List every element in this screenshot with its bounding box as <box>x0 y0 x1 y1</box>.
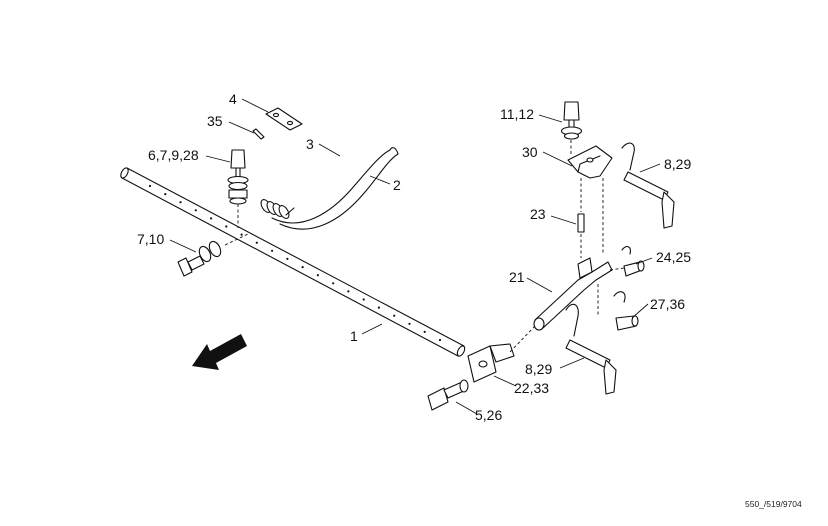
callout-8-29-top: 8,29 <box>664 156 691 172</box>
callout-11-12: 11,12 <box>500 106 534 122</box>
rod-holes <box>148 184 442 342</box>
spring-coil <box>260 199 295 219</box>
callout-27-36: 27,36 <box>650 296 685 312</box>
rod-hole <box>377 306 380 309</box>
rod-hole <box>179 201 182 204</box>
leader-lines <box>169 98 661 415</box>
callout-24-25: 24,25 <box>656 249 691 265</box>
callout-4: 4 <box>229 91 237 107</box>
callout-8-29-bottom: 8,29 <box>525 361 552 377</box>
callout-22-33: 22,33 <box>514 380 549 396</box>
rod-hole <box>225 225 228 228</box>
coupling-part-22-33 <box>467 343 515 383</box>
pin-part-35 <box>252 128 265 140</box>
pin-part-8-29-top <box>621 142 675 229</box>
link-part-23 <box>577 213 585 233</box>
lever-part-21 <box>533 257 613 331</box>
pin-part-24-25 <box>621 245 645 277</box>
clamp-plate-part-4 <box>265 107 303 131</box>
callout-30: 30 <box>522 144 538 160</box>
callout-7-10: 7,10 <box>137 231 164 247</box>
callout-21: 21 <box>509 269 525 285</box>
drawing-reference-code: 550_/519/9704 <box>745 499 802 509</box>
rod-hole <box>255 241 258 244</box>
rod-hole <box>408 322 411 325</box>
pin-part-8-29-bottom <box>565 303 617 395</box>
callout-23: 23 <box>530 206 546 222</box>
rod-hole <box>316 274 319 277</box>
callout-6-7-9-28: 6,7,9,28 <box>148 147 199 163</box>
rod-hole <box>148 184 152 188</box>
assembly-lines <box>224 140 625 353</box>
rod-hole <box>393 314 396 317</box>
rod-hole <box>210 217 213 220</box>
rod-hole <box>362 298 365 301</box>
rod-hole <box>301 266 304 269</box>
rod-hole <box>194 209 197 212</box>
rod-hole <box>347 290 350 293</box>
bolt-part-7-10 <box>177 240 222 277</box>
callout-3: 3 <box>306 136 314 152</box>
cable-part-2-3 <box>271 147 399 230</box>
rod-hole <box>271 249 274 252</box>
bolt-part-11-12 <box>560 101 583 140</box>
rod-hole <box>286 257 289 260</box>
bracket-part-30 <box>567 145 613 179</box>
bolt-part-5-26 <box>427 379 469 411</box>
rod-hole <box>423 330 426 333</box>
arrow-down-left-icon <box>192 334 247 370</box>
rod-part-1 <box>120 167 466 357</box>
callout-1: 1 <box>350 328 358 344</box>
rod-hole <box>438 338 442 342</box>
pin-part-27-36 <box>613 291 639 331</box>
callout-2: 2 <box>393 177 401 193</box>
bolt-stack-part-6-7-9-28 <box>227 149 249 205</box>
rod-hole <box>164 193 167 196</box>
rod-hole <box>240 233 243 236</box>
callout-35: 35 <box>207 113 223 129</box>
rod-hole <box>332 282 335 285</box>
callout-labels: 4 35 3 2 6,7,9,28 7,10 1 11,12 30 8,29 2… <box>137 91 691 423</box>
callout-5-26: 5,26 <box>475 407 502 423</box>
